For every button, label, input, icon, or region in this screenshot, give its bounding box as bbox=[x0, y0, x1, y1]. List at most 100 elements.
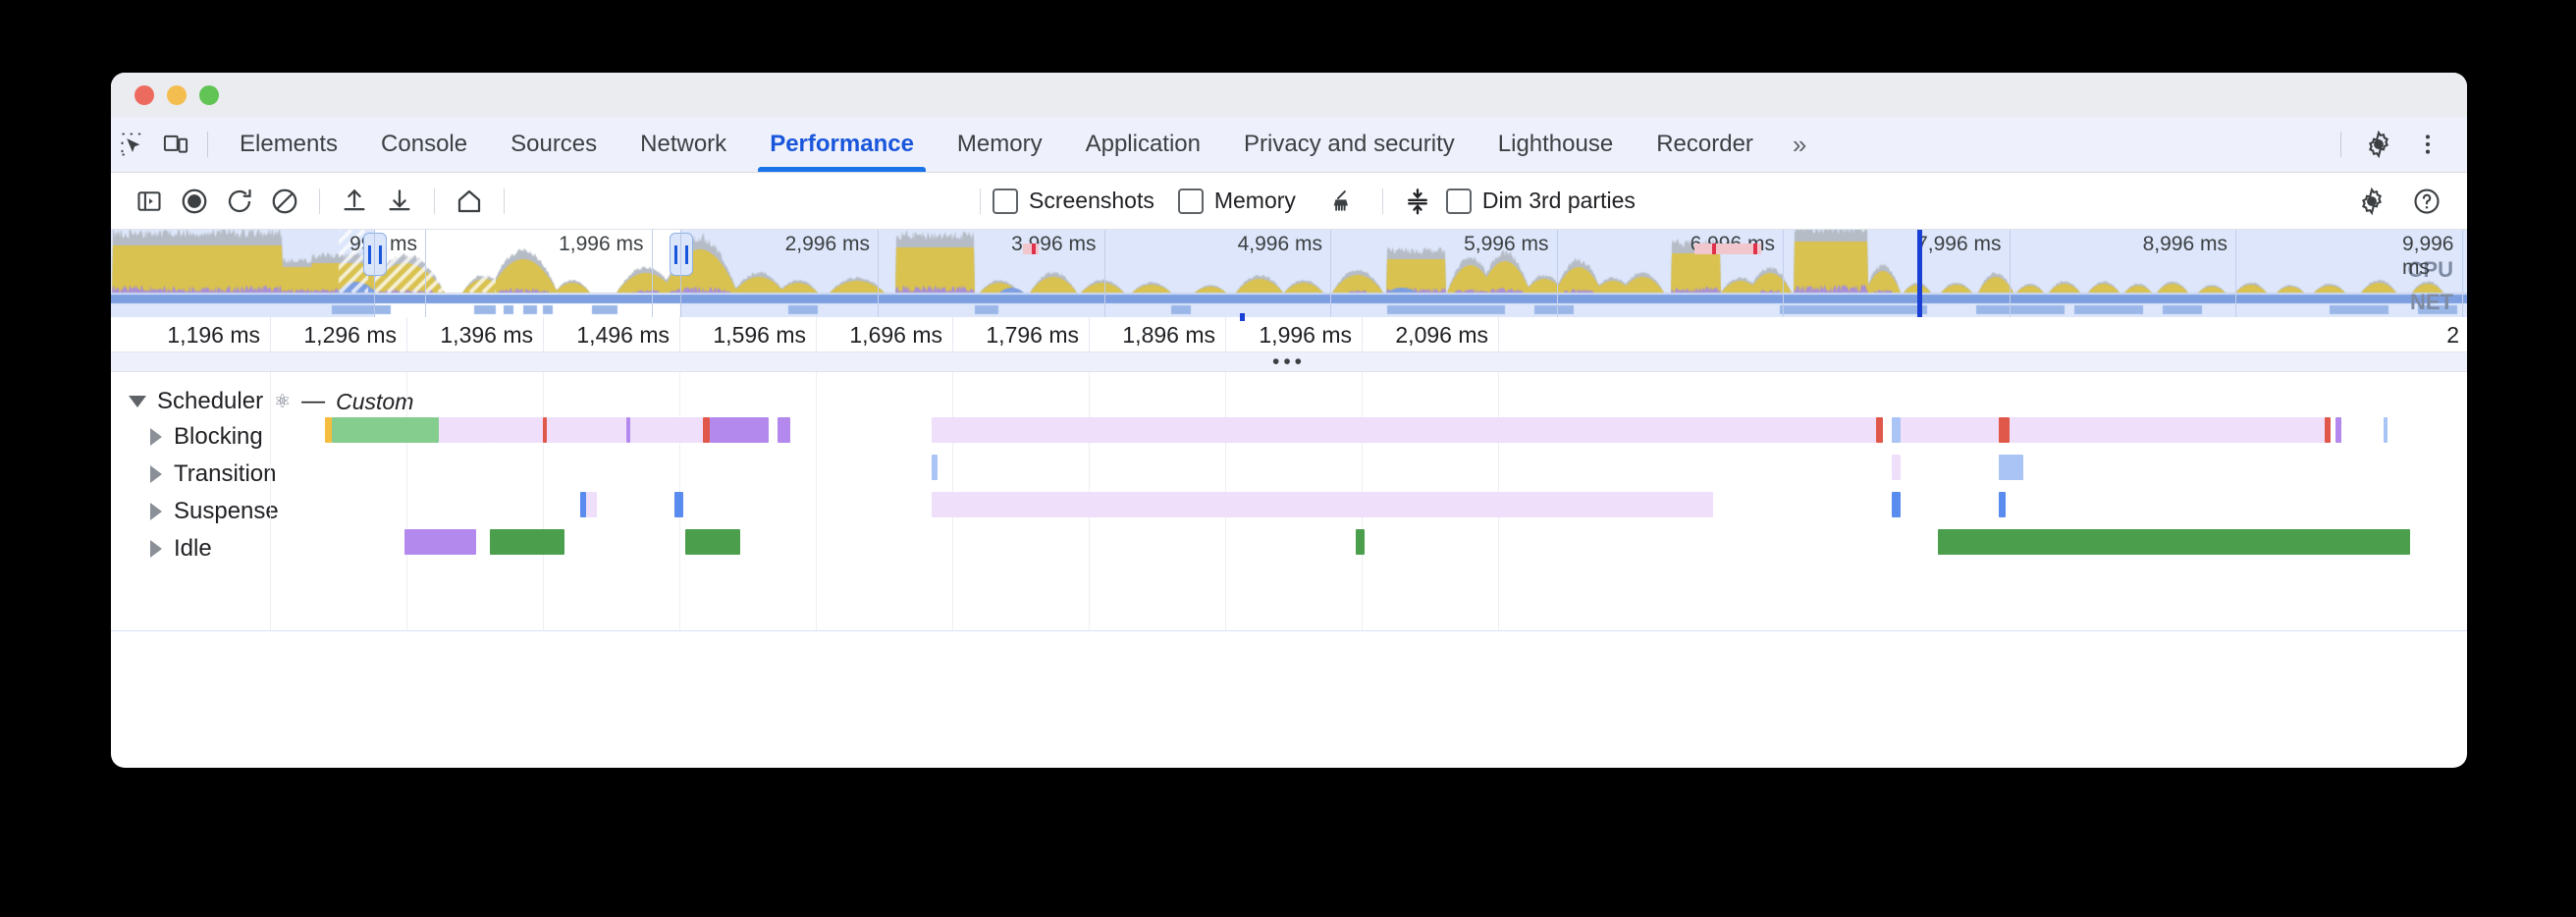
flame-event[interactable] bbox=[1937, 529, 2410, 555]
panel-resize-handle[interactable]: ••• bbox=[111, 351, 2467, 372]
chevron-right-icon[interactable] bbox=[150, 428, 162, 446]
flame-event[interactable] bbox=[702, 417, 710, 443]
chevron-right-icon[interactable] bbox=[150, 465, 162, 483]
flame-grid-line bbox=[406, 372, 407, 630]
ruler-label: 2,096 ms bbox=[1395, 322, 1488, 348]
flame-event[interactable] bbox=[403, 529, 477, 555]
memory-checkbox-box[interactable] bbox=[1177, 188, 1204, 214]
ruler-marker bbox=[1240, 313, 1245, 321]
dim-3rd-parties-label: Dim 3rd parties bbox=[1481, 188, 1636, 213]
collapse-vertical-icon[interactable] bbox=[1395, 179, 1440, 224]
more-tabs-button[interactable]: » bbox=[1792, 129, 1807, 159]
tab-lighthouse[interactable]: Lighthouse bbox=[1497, 131, 1614, 157]
overview-tick bbox=[651, 230, 653, 317]
tabbar-actions bbox=[2331, 123, 2449, 166]
gear-icon[interactable] bbox=[2349, 179, 2394, 224]
close-window-button[interactable] bbox=[134, 84, 154, 105]
flame-event[interactable] bbox=[1891, 417, 1901, 443]
save-profile-button[interactable] bbox=[377, 179, 422, 224]
tab-sources[interactable]: Sources bbox=[510, 131, 598, 157]
screenshots-checkbox-box[interactable] bbox=[993, 188, 1018, 214]
tab-performance[interactable]: Performance bbox=[748, 117, 936, 172]
flame-event[interactable] bbox=[1355, 529, 1365, 555]
flame-event[interactable] bbox=[673, 492, 683, 517]
flame-event[interactable] bbox=[777, 417, 791, 443]
timeline-overview[interactable]: CPU NET 996 ms1,996 ms2,996 ms3,996 ms4,… bbox=[111, 230, 2467, 317]
flame-event[interactable] bbox=[542, 417, 547, 443]
flame-event[interactable] bbox=[2010, 417, 2325, 443]
flame-event[interactable] bbox=[2334, 417, 2342, 443]
tab-elements[interactable]: Elements bbox=[240, 131, 339, 157]
gear-icon[interactable] bbox=[2357, 123, 2400, 166]
dim-3rd-parties-checkbox[interactable]: Dim 3rd parties bbox=[1445, 188, 1636, 214]
flame-event[interactable] bbox=[625, 417, 631, 443]
overview-tick bbox=[1330, 230, 1331, 317]
flame-chart-tracks[interactable]: Scheduler ⚛ — Custom Blocking Transition… bbox=[111, 372, 2467, 698]
help-icon[interactable] bbox=[2404, 179, 2449, 224]
flame-event[interactable] bbox=[1891, 455, 1901, 480]
track-row-idle[interactable]: Idle bbox=[150, 535, 212, 563]
flame-event[interactable] bbox=[1999, 455, 2023, 480]
flame-event[interactable] bbox=[439, 417, 490, 443]
chevron-right-icon[interactable] bbox=[150, 503, 162, 520]
flame-event[interactable] bbox=[684, 529, 740, 555]
toolbar-divider-5 bbox=[1381, 188, 1383, 214]
flame-event[interactable] bbox=[630, 417, 703, 443]
ruler-tick bbox=[952, 317, 953, 351]
record-button[interactable] bbox=[172, 179, 217, 224]
toolbar-divider-1 bbox=[319, 188, 320, 214]
clear-button[interactable] bbox=[262, 179, 307, 224]
track-row-suspense[interactable]: Suspense bbox=[150, 498, 279, 525]
flame-event[interactable] bbox=[586, 492, 598, 517]
flame-event[interactable] bbox=[579, 492, 587, 517]
screenshots-checkbox[interactable]: Screenshots bbox=[993, 188, 1154, 214]
device-toolbar-icon[interactable] bbox=[154, 123, 197, 166]
flame-event[interactable] bbox=[931, 455, 939, 480]
overview-selection-start-handle[interactable] bbox=[363, 233, 387, 276]
load-profile-button[interactable] bbox=[332, 179, 377, 224]
flame-event[interactable] bbox=[709, 417, 770, 443]
flame-event[interactable] bbox=[331, 417, 440, 443]
flame-event[interactable] bbox=[1891, 492, 1901, 517]
flame-event[interactable] bbox=[324, 417, 332, 443]
tab-memory[interactable]: Memory bbox=[956, 131, 1043, 157]
performance-toolbar: Screenshots Memory bbox=[111, 173, 2467, 230]
flame-event[interactable] bbox=[489, 529, 564, 555]
track-row-transition[interactable]: Transition bbox=[150, 460, 276, 488]
toggle-sidebar-button[interactable] bbox=[127, 179, 172, 224]
overview-ruler-label: 7,996 ms bbox=[1916, 233, 2002, 255]
dim-3rd-parties-checkbox-box[interactable] bbox=[1445, 188, 1472, 214]
chevron-down-icon[interactable] bbox=[129, 396, 146, 407]
ruler-tick bbox=[1225, 317, 1226, 351]
reload-and-record-button[interactable] bbox=[217, 179, 262, 224]
tab-application[interactable]: Application bbox=[1085, 131, 1202, 157]
broom-icon[interactable] bbox=[1319, 179, 1365, 224]
react-atom-icon: ⚛ bbox=[274, 391, 292, 412]
overview-selection-end-handle[interactable] bbox=[670, 233, 693, 276]
minimize-window-button[interactable] bbox=[167, 84, 187, 105]
flame-event[interactable] bbox=[931, 417, 1876, 443]
flame-event[interactable] bbox=[1999, 417, 2011, 443]
flame-event[interactable] bbox=[1900, 417, 2000, 443]
inspect-element-icon[interactable] bbox=[111, 123, 154, 166]
ruler-tick bbox=[679, 317, 680, 351]
chevron-right-icon[interactable] bbox=[150, 540, 162, 558]
tab-network[interactable]: Network bbox=[640, 131, 727, 157]
flame-event[interactable] bbox=[931, 492, 1714, 517]
flame-event[interactable] bbox=[1875, 417, 1883, 443]
maximize-window-button[interactable] bbox=[199, 84, 219, 105]
flame-event[interactable] bbox=[489, 417, 543, 443]
tab-console[interactable]: Console bbox=[381, 131, 468, 157]
kebab-menu-icon[interactable] bbox=[2406, 123, 2449, 166]
tabbar-divider bbox=[207, 132, 208, 157]
flame-event[interactable] bbox=[2324, 417, 2332, 443]
tab-recorder[interactable]: Recorder bbox=[1656, 131, 1753, 157]
home-button[interactable] bbox=[447, 179, 492, 224]
track-group-scheduler[interactable]: Scheduler ⚛ — Custom bbox=[129, 388, 413, 415]
tab-privacy-and-security[interactable]: Privacy and security bbox=[1244, 131, 1455, 157]
track-row-blocking[interactable]: Blocking bbox=[150, 423, 263, 451]
flame-event[interactable] bbox=[546, 417, 626, 443]
memory-checkbox[interactable]: Memory bbox=[1177, 188, 1296, 214]
flame-event[interactable] bbox=[1999, 492, 2006, 517]
flame-event[interactable] bbox=[2383, 417, 2388, 443]
